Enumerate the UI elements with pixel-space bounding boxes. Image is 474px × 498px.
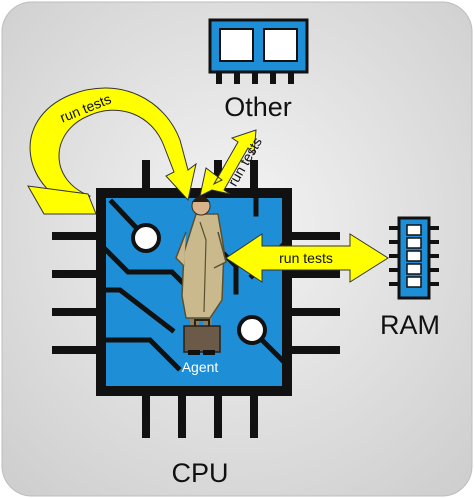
run-tests-small-arrow (199, 129, 257, 197)
ram-arrow-label: run tests (279, 250, 333, 266)
cpu-label: CPU (171, 458, 228, 488)
other-label: Other (224, 92, 292, 122)
run-tests-ram-arrow (225, 233, 389, 283)
ram-label: RAM (380, 310, 440, 340)
agent-label: Agent (182, 359, 219, 375)
agent-figure-icon (175, 196, 227, 355)
memory-module-icon (208, 18, 309, 84)
memory-stick-icon (389, 216, 439, 300)
run-tests-loop-arrow (27, 87, 197, 215)
